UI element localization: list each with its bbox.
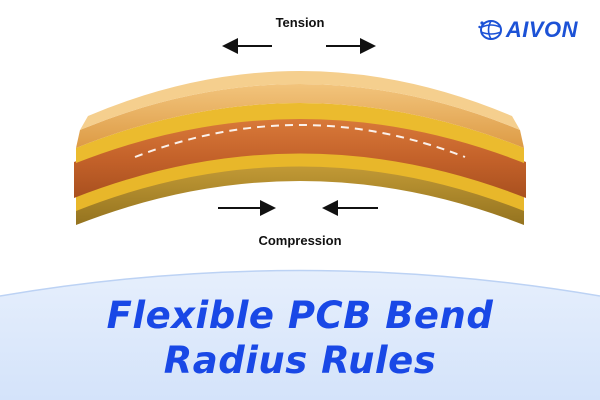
page-title: Flexible PCB Bend Radius Rules — [0, 293, 600, 383]
globe-signal-icon — [478, 20, 502, 40]
brand-name: AIVON — [505, 17, 578, 42]
lower-yellow-layer — [76, 152, 524, 211]
tension-label: Tension — [275, 15, 325, 30]
neutral-axis-line — [134, 124, 466, 158]
pcb-stack — [74, 71, 526, 225]
title-line-1: Flexible PCB Bend — [106, 294, 494, 337]
top-layer-surface — [80, 71, 520, 130]
title-line-2: Radius Rules — [163, 339, 437, 382]
top-layer-front — [76, 84, 524, 148]
title-banner — [0, 270, 600, 400]
compression-label: Compression — [258, 233, 342, 248]
bottom-layer — [76, 165, 524, 225]
copper-core-layer — [74, 118, 526, 198]
upper-yellow-layer — [76, 103, 524, 163]
banner-edge — [0, 269, 600, 297]
brand-logo: AIVON — [478, 17, 578, 43]
